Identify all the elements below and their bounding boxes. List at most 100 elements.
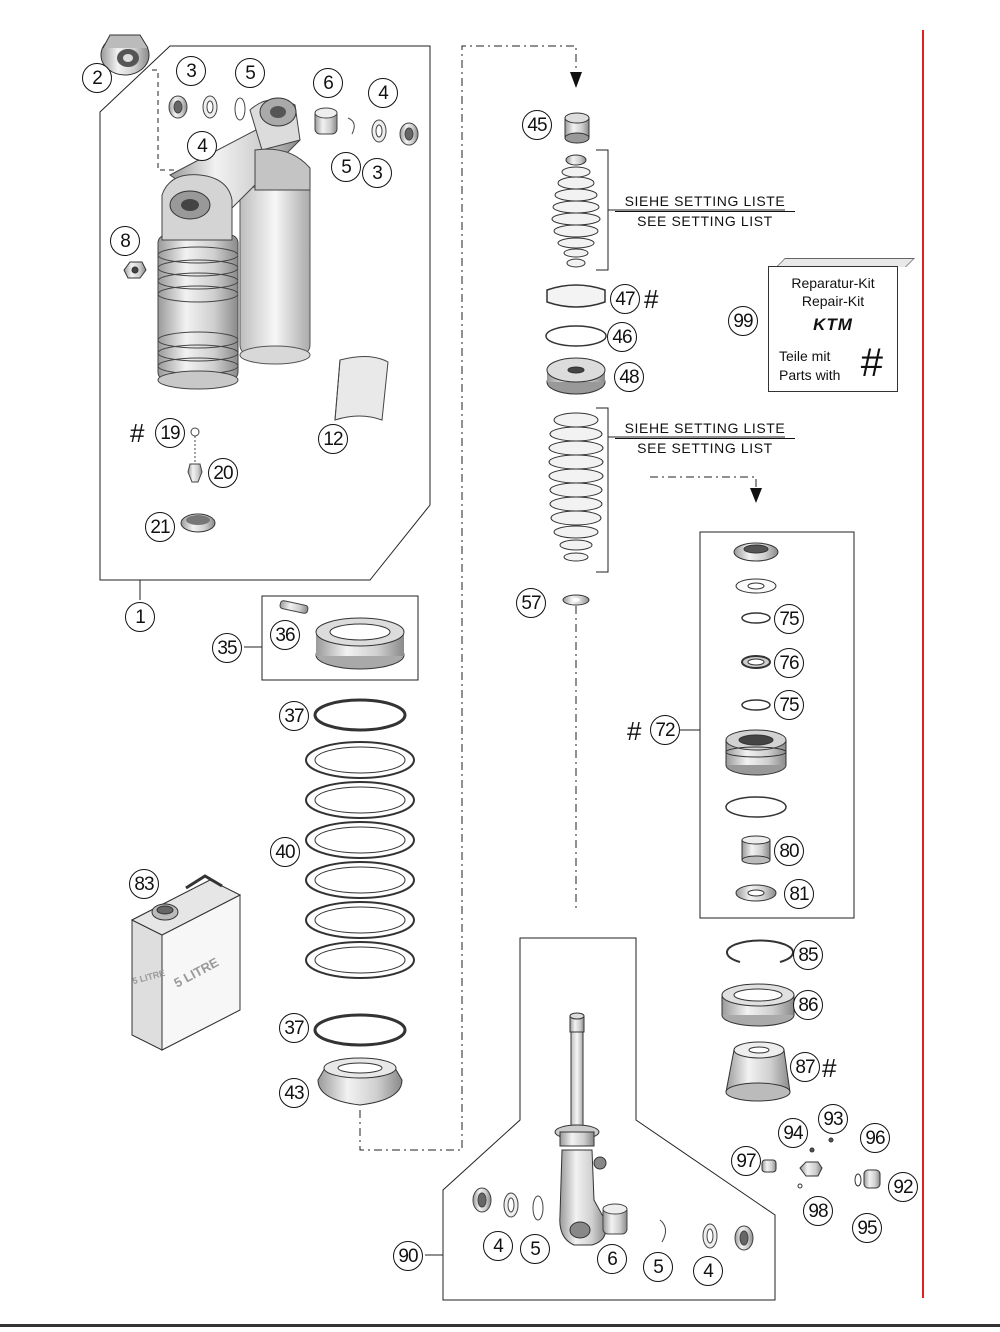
- setting-note-upper: SIEHE SETTING LISTE SEE SETTING LIST: [615, 192, 795, 231]
- callout-96: 96: [860, 1123, 890, 1153]
- callout-20: 20: [208, 458, 238, 488]
- repair-kit-title-de: Reparatur-Kit: [791, 275, 875, 291]
- shim-stack-upper: [551, 154, 601, 268]
- part-37-ring-top: [313, 698, 407, 732]
- callout-36: 36: [270, 620, 300, 650]
- callout-87: 87: [790, 1052, 820, 1082]
- group-frame-90: [442, 937, 776, 1301]
- part-35-nut: [315, 617, 405, 670]
- shim-stack-lower: [548, 412, 604, 562]
- setting-note-lower-en: SEE SETTING LIST: [637, 440, 773, 456]
- callout-97: 97: [731, 1146, 761, 1176]
- part-2-mount: [100, 34, 150, 76]
- repair-kit-hash-symbol: #: [860, 341, 883, 385]
- part-86-cap: [721, 983, 795, 1027]
- callout-57: 57: [516, 588, 546, 618]
- callout-4: 4: [368, 78, 398, 108]
- callout-43: 43: [279, 1078, 309, 1108]
- hash-marker-87: #: [822, 1053, 837, 1083]
- callout-4: 4: [483, 1231, 513, 1261]
- callout-92: 92: [888, 1172, 918, 1202]
- callout-81: 81: [784, 879, 814, 909]
- callout-5: 5: [520, 1234, 550, 1264]
- callout-47: 47: [610, 284, 640, 314]
- ktm-logo: KTM: [813, 315, 853, 334]
- callout-75: 75: [774, 604, 804, 634]
- callout-2: 2: [82, 63, 112, 93]
- part-98-valve: [799, 1161, 823, 1177]
- group-frame-shock-body: [99, 45, 431, 581]
- bottom-border-line: [0, 1324, 1000, 1327]
- repair-kit-parts-text: Teile mit Parts with: [779, 347, 840, 385]
- callout-37: 37: [279, 701, 309, 731]
- setting-note-upper-de: SIEHE SETTING LISTE: [615, 192, 795, 212]
- part-92-cap: [863, 1169, 881, 1189]
- setting-note-lower-de: SIEHE SETTING LISTE: [615, 419, 795, 439]
- callout-98: 98: [803, 1196, 833, 1226]
- repair-kit-parts-en: Parts with: [779, 367, 841, 383]
- part-20-valve: [187, 463, 203, 483]
- reservoir-body: [239, 179, 311, 356]
- part-43-spring-seat: [317, 1057, 403, 1106]
- repair-kit-box: Reparatur-Kit Repair-Kit KTM Teile mit P…: [768, 266, 898, 392]
- margin-rule-line: [922, 30, 924, 1298]
- callout-3: 3: [362, 158, 392, 188]
- callout-5: 5: [331, 152, 361, 182]
- callout-94: 94: [778, 1118, 808, 1148]
- damper-rod: [554, 1012, 607, 1246]
- callout-86: 86: [793, 990, 823, 1020]
- callout-4: 4: [187, 131, 217, 161]
- callout-95: 95: [852, 1213, 882, 1243]
- callout-12: 12: [318, 424, 348, 454]
- part-75-ring-b: [741, 699, 771, 711]
- hash-marker-72: #: [627, 716, 642, 746]
- callout-37: 37: [279, 1013, 309, 1043]
- callout-75: 75: [774, 690, 804, 720]
- callout-5: 5: [643, 1252, 673, 1282]
- callout-4: 4: [693, 1256, 723, 1286]
- group-frame-72: [699, 531, 855, 919]
- callout-99: 99: [728, 306, 758, 336]
- part-75-ring-a: [741, 612, 771, 624]
- callout-46: 46: [607, 322, 637, 352]
- part-40-spring: [305, 741, 415, 979]
- part-83-oil-can: [130, 874, 242, 1051]
- callout-80: 80: [774, 836, 804, 866]
- callout-3: 3: [176, 56, 206, 86]
- setting-note-lower: SIEHE SETTING LISTE SEE SETTING LIST: [615, 419, 795, 458]
- callout-40: 40: [270, 837, 300, 867]
- callout-5: 5: [235, 58, 265, 88]
- hash-marker-19: #: [130, 418, 145, 448]
- repair-kit-title-en: Repair-Kit: [801, 293, 865, 309]
- part-45-nut: [564, 112, 590, 144]
- callout-90: 90: [393, 1241, 423, 1271]
- part-36-bolt: [279, 600, 309, 614]
- part-37-ring-bottom: [313, 1013, 407, 1047]
- part-97-cap: [761, 1159, 777, 1173]
- callout-85: 85: [793, 940, 823, 970]
- callout-93: 93: [818, 1104, 848, 1134]
- callout-76: 76: [774, 648, 804, 678]
- part-48-piston: [546, 357, 606, 395]
- part-8-screw: [123, 261, 147, 279]
- callout-6: 6: [313, 68, 343, 98]
- callout-21: 21: [145, 512, 175, 542]
- callout-48: 48: [614, 362, 644, 392]
- part-87-bumper: [725, 1041, 791, 1102]
- callout-8: 8: [110, 226, 140, 256]
- callout-45: 45: [522, 110, 552, 140]
- repair-kit-parts-de: Teile mit: [779, 348, 831, 364]
- part-47-ring: [546, 284, 606, 308]
- callout-6: 6: [597, 1244, 627, 1274]
- callout-72: 72: [650, 715, 680, 745]
- group-frame-35: [261, 595, 419, 681]
- part-46-ring: [545, 325, 607, 347]
- callout-19: 19: [155, 418, 185, 448]
- part-12-band: [334, 356, 389, 421]
- callout-1: 1: [125, 602, 155, 632]
- callout-35: 35: [212, 633, 242, 663]
- hash-marker-47: #: [644, 284, 659, 314]
- setting-note-upper-en: SEE SETTING LIST: [637, 213, 773, 229]
